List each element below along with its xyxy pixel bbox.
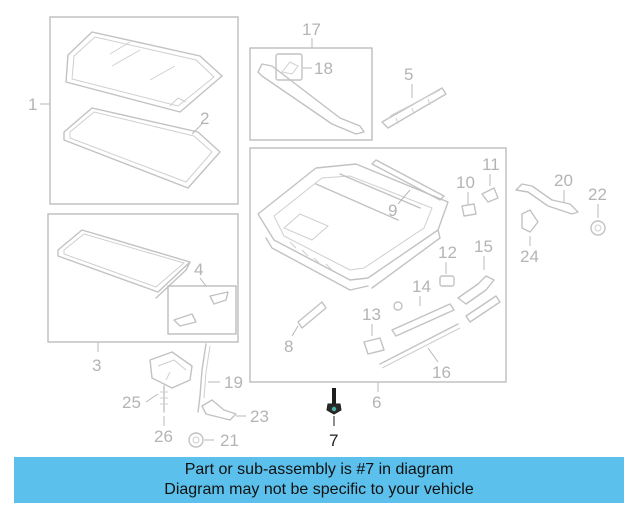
callout-24: 24 xyxy=(520,247,539,266)
part-7-highlighted: 7 xyxy=(326,388,342,450)
parts-right: 20 22 24 xyxy=(515,171,607,266)
callout-5: 5 xyxy=(404,65,413,84)
callout-14: 14 xyxy=(412,277,431,296)
group-box-3: 3 4 xyxy=(47,213,239,375)
callout-25: 25 xyxy=(122,393,141,412)
parts-lower-left: 25 26 19 23 21 xyxy=(122,343,269,450)
callout-1: 1 xyxy=(28,95,37,114)
banner-line-1: Part or sub-assembly is #7 in diagram xyxy=(184,461,454,478)
callout-13: 13 xyxy=(362,305,381,324)
callout-3: 3 xyxy=(92,356,101,375)
callout-4: 4 xyxy=(194,260,203,279)
callout-16: 16 xyxy=(432,363,451,382)
callout-18: 18 xyxy=(314,59,333,78)
callout-17: 17 xyxy=(302,20,321,39)
callout-10: 10 xyxy=(456,173,475,192)
info-banner: Part or sub-assembly is #7 in diagram Di… xyxy=(14,457,624,503)
callout-12: 12 xyxy=(438,243,457,262)
callout-20: 20 xyxy=(554,171,573,190)
group-box-17: 17 18 xyxy=(249,20,373,141)
callout-15: 15 xyxy=(474,237,493,256)
group-box-1: 1 2 xyxy=(28,16,239,205)
callout-21: 21 xyxy=(220,431,239,450)
group-box-6: 6 9 10 11 12 15 14 8 xyxy=(249,147,507,412)
callout-9: 9 xyxy=(388,201,397,220)
callout-22: 22 xyxy=(588,185,607,204)
part-5: 5 xyxy=(381,65,447,129)
callout-8: 8 xyxy=(284,337,293,356)
callout-2: 2 xyxy=(200,109,209,128)
callout-7: 7 xyxy=(329,431,338,450)
callout-23: 23 xyxy=(250,407,269,426)
banner-line-2: Diagram may not be specific to your vehi… xyxy=(164,481,474,498)
callout-11: 11 xyxy=(482,155,500,174)
callout-26: 26 xyxy=(154,427,173,446)
callout-19: 19 xyxy=(224,373,243,392)
callout-6: 6 xyxy=(372,393,381,412)
